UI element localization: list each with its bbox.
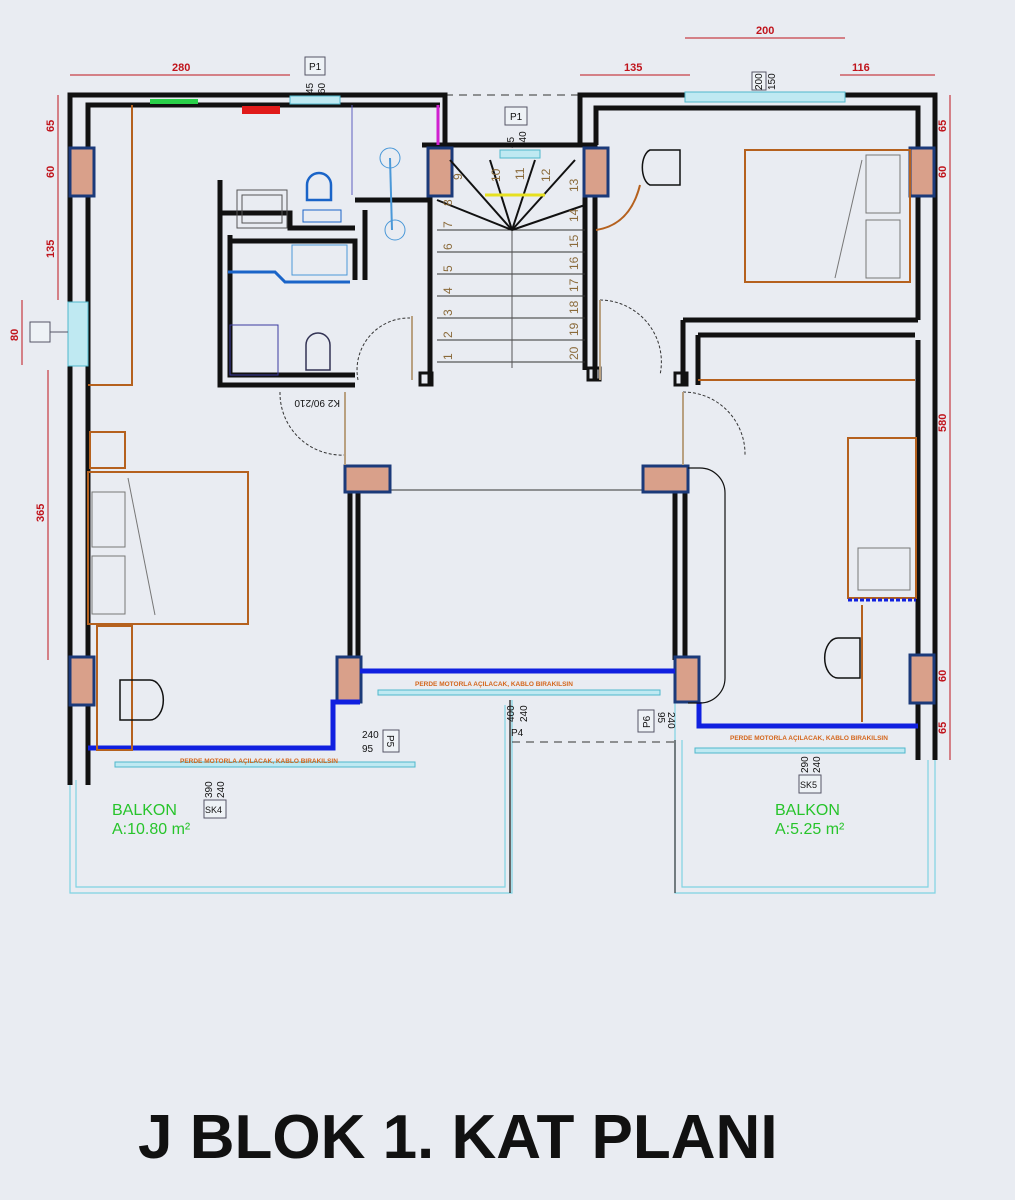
p5-height: 95: [362, 744, 374, 755]
tag-sk5: [798, 774, 822, 794]
tag-p1-left: [304, 56, 326, 76]
green-marker: [150, 99, 198, 104]
step-16: 16: [567, 256, 581, 270]
tag-p6: [637, 709, 655, 733]
curtain-note-left: PERDE MOTORLA AÇILACAK, KABLO BIRAKILSIN: [180, 758, 338, 765]
step-20: 20: [567, 346, 581, 360]
curtain-rails: [88, 668, 918, 768]
window-top-right: [684, 91, 846, 103]
step-8: 8: [441, 199, 455, 206]
dim-right-60: 60: [937, 166, 949, 178]
bathroom-fixtures: [228, 105, 406, 376]
dim-right-65: 65: [937, 120, 949, 132]
furniture: [87, 105, 917, 751]
stair-numbers: 1 2 3 4 5 6 7 8 9 10 11 12 13 14 15 16 1…: [441, 167, 581, 360]
dim-top-200: 200: [756, 25, 774, 37]
staircase: [436, 159, 586, 368]
step-6: 6: [441, 243, 455, 250]
sk4-width: 390: [204, 781, 215, 798]
tag-sk5-label: SK5: [800, 780, 817, 790]
step-11: 11: [513, 167, 527, 180]
step-7: 7: [441, 221, 455, 228]
p6-width: 95: [655, 712, 666, 724]
step-14: 14: [567, 208, 581, 222]
tag-p4: P4: [511, 728, 524, 739]
top-right-width: 200: [754, 73, 765, 90]
plan-title: J BLOK 1. KAT PLANI: [138, 1103, 778, 1172]
tag-p1-stair-label: P1: [510, 112, 523, 123]
p6-height: 240: [665, 712, 676, 729]
dimension-lines: [21, 37, 951, 760]
tag-p6-label: P6: [642, 715, 653, 728]
step-5: 5: [441, 265, 455, 272]
tag-p1-left-label: P1: [309, 62, 322, 73]
p1-left-width: 45: [305, 82, 316, 94]
step-18: 18: [567, 300, 581, 314]
door-label-k2: K2 90/210: [294, 397, 340, 408]
dim-right-65b: 65: [937, 722, 949, 734]
doors: [279, 299, 746, 465]
sk5-height: 240: [812, 756, 823, 773]
dim-right-60b: 60: [937, 670, 949, 682]
tag-p1-stair: [504, 106, 528, 126]
dim-top-280: 280: [172, 62, 190, 74]
dim-left-365: 365: [35, 504, 47, 522]
dim-right-580: 580: [937, 414, 949, 432]
balcony-outlines: [69, 94, 936, 894]
step-19: 19: [567, 322, 581, 336]
p4-height: 240: [519, 705, 530, 722]
step-9: 9: [451, 173, 465, 180]
step-10: 10: [489, 168, 503, 182]
red-marker: [242, 106, 280, 114]
window-p1-stair: [499, 149, 541, 159]
balcony-right-area: A:5.25 m²: [775, 821, 845, 838]
tag-sk4: [203, 799, 227, 819]
walls: [67, 92, 938, 785]
dim-left-65: 65: [45, 120, 57, 132]
step-12: 12: [539, 168, 553, 182]
step-3: 3: [441, 309, 455, 316]
step-4: 4: [441, 287, 455, 294]
dim-left-60: 60: [45, 166, 57, 178]
dim-top-135: 135: [624, 62, 642, 74]
step-1: 1: [441, 353, 455, 360]
sk4-height: 240: [216, 781, 227, 798]
dim-left-80: 80: [9, 329, 21, 341]
curtain-note-center: PERDE MOTORLA AÇILACAK, KABLO BIRAKILSIN: [415, 681, 573, 688]
tag-top-right: [751, 71, 767, 91]
p4-width: 400: [506, 705, 517, 722]
window-left-tag: [29, 321, 51, 343]
p1-stair-width: 45: [506, 136, 517, 148]
tag-sk4-label: SK4: [205, 805, 222, 815]
balcony-left-area: A:10.80 m²: [112, 821, 191, 838]
p5-width: 240: [362, 730, 379, 741]
step-15: 15: [567, 234, 581, 248]
tag-p5: [382, 729, 400, 753]
columns: [68, 146, 936, 707]
dim-top-116: 116: [852, 62, 870, 74]
sk5-width: 290: [800, 756, 811, 773]
step-13: 13: [567, 178, 581, 192]
dim-left-135: 135: [45, 240, 57, 258]
p1-left-height: 60: [317, 82, 328, 94]
p1-stair-height: 240: [518, 131, 529, 148]
step-2: 2: [441, 331, 455, 338]
balcony-left-label: BALKON: [112, 802, 177, 819]
window-p1-left: [289, 95, 341, 105]
curtain-note-right: PERDE MOTORLA AÇILACAK, KABLO BIRAKILSIN: [730, 735, 888, 742]
step-17: 17: [567, 278, 581, 292]
tag-p5-label: P5: [384, 735, 395, 748]
top-right-height: 150: [767, 73, 778, 90]
window-left: [67, 301, 89, 367]
balcony-right-label: BALKON: [775, 802, 840, 819]
